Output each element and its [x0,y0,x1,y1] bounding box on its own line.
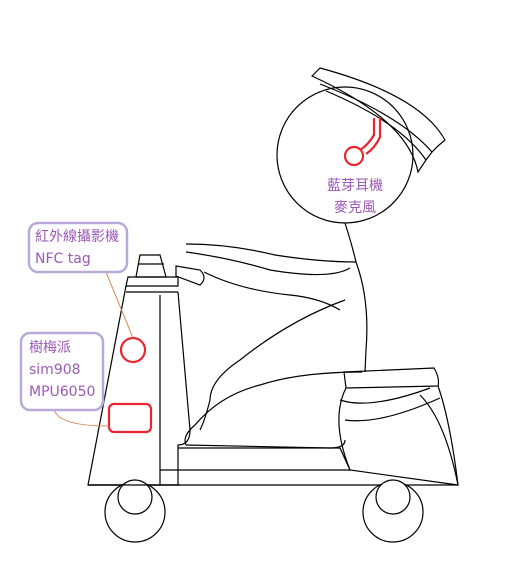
rider-neck [344,222,357,263]
scooter-dashboard [135,254,167,278]
rider-arm-lower [203,271,341,311]
handlebar-grip [175,265,205,286]
camera-callout-line2: NFC tag [35,251,91,267]
helmet-visor-stripe-1 [319,83,433,153]
scooter-front-body [87,285,191,486]
scooter-seat [343,367,440,389]
microphone-icon [343,145,365,167]
ir-camera-marker [119,336,147,364]
pi-callout: 樹梅派 sim908 MPU6050 [29,337,95,403]
rider-torso [185,243,368,373]
pi-callout-line1: 樹梅派 [29,340,71,356]
rider-thigh [209,299,346,401]
camera-leader-line [105,271,134,339]
helmet-visor [310,67,446,174]
scooter-rear-body [338,385,459,486]
helmet-callout-line2: 麥克風 [334,200,376,216]
rider-arm-upper [185,251,351,276]
headset-boom-2 [365,118,382,155]
raspberry-pi-box [107,402,153,434]
camera-callout: 紅外線攝影機 NFC tag [35,226,119,270]
scooter-rear-panel-2 [344,397,441,422]
scooter-neck [125,276,179,287]
rider-leg-shin [184,371,363,446]
scooter-floorboard [160,447,351,471]
front-wheel-hub [117,479,153,515]
camera-callout-box [27,221,129,274]
rider-shin-back [199,399,211,431]
headset-boom [359,118,376,151]
camera-callout-line1: 紅外線攝影機 [35,229,119,245]
scooter-rear-panel [339,387,431,404]
pi-callout-box [19,331,105,412]
helmet-visor-stripe-2 [325,90,427,161]
helmet-callout: 藍芽耳機 麥克風 [320,175,390,219]
pi-callout-line3: MPU6050 [29,384,96,400]
pi-callout-line2: sim908 [29,362,81,378]
helmet-callout-line1: 藍芽耳機 [327,178,383,194]
rider-foot [185,439,346,449]
scooter-base [88,394,459,486]
rear-wheel-hub [375,479,411,515]
